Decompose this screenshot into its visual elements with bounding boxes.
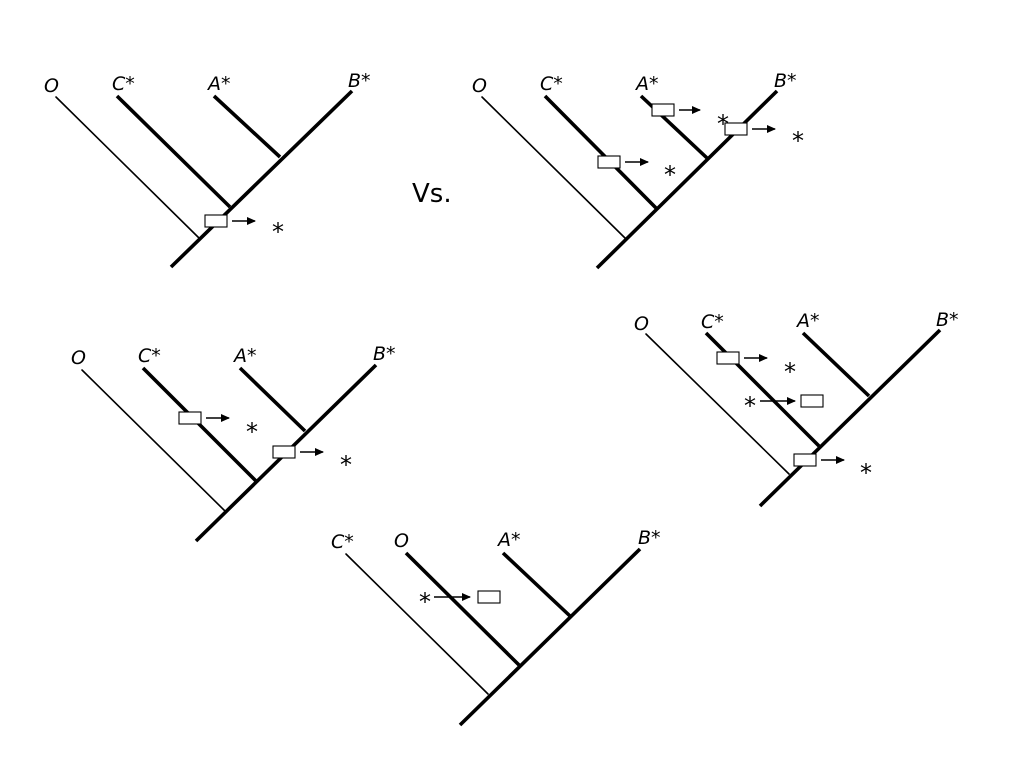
taxon-label-b: B* (373, 343, 396, 365)
branch-b-trunk (169, 89, 354, 269)
taxon-label-b: B* (774, 70, 797, 92)
tree-5: C* O A* B* * (331, 527, 661, 727)
character-state-box (477, 590, 501, 604)
derived-state-marker: * (664, 161, 676, 189)
taxon-label-c: C* (701, 311, 724, 333)
vs-label: Vs. (412, 179, 452, 209)
branch-o (404, 551, 521, 667)
branch-a (212, 94, 282, 159)
character-state-box (716, 351, 740, 365)
character-state-box (724, 122, 748, 136)
taxon-label-o: O (71, 347, 86, 369)
taxon-label-a: A* (232, 345, 257, 367)
taxon-label-b: B* (936, 309, 959, 331)
derived-state-marker: * (792, 127, 804, 155)
character-state-box (800, 394, 824, 408)
tree-2: O C* A* B* * * * (472, 70, 804, 270)
derived-state-marker: * (784, 358, 796, 386)
branch-b-trunk (758, 328, 942, 508)
derived-state-marker: * (744, 392, 756, 420)
branch-a (801, 331, 871, 398)
branch-a (238, 366, 307, 433)
branch-b-trunk (458, 547, 642, 727)
taxon-label-b: B* (348, 70, 371, 92)
taxon-label-c: C* (112, 73, 135, 95)
character-state-box (204, 214, 228, 228)
character-state-box (272, 445, 296, 459)
branch-c (704, 331, 821, 448)
derived-state-marker: * (340, 451, 352, 479)
derived-state-marker: * (272, 218, 284, 246)
branch-o (55, 96, 200, 239)
tree-4: O C* A* B* * * * (634, 309, 959, 508)
branch-c (543, 94, 658, 210)
branch-a (501, 551, 572, 618)
character-state-box (651, 103, 675, 117)
branch-o (81, 369, 226, 512)
branch-c (345, 553, 489, 695)
character-state-box (793, 453, 817, 467)
tree-3: O C* A* B* * * (71, 343, 396, 543)
derived-state-marker: * (419, 588, 431, 616)
taxon-label-o: O (44, 75, 59, 97)
derived-state-marker: * (246, 418, 258, 446)
taxon-label-c: C* (331, 531, 354, 553)
branch-o (645, 333, 790, 475)
branch-b-trunk (595, 89, 779, 270)
taxon-label-c: C* (138, 345, 161, 367)
taxon-label-o: O (472, 75, 487, 97)
character-state-box (178, 411, 202, 425)
character-state-box (597, 155, 621, 169)
branch-o (481, 96, 627, 240)
taxon-label-a: A* (206, 73, 231, 95)
branch-c (115, 94, 232, 209)
taxon-label-a: A* (795, 310, 820, 332)
taxon-label-a: A* (496, 529, 521, 551)
taxon-label-b: B* (638, 527, 661, 549)
tree-1: O C* A* B* * (44, 70, 371, 269)
taxon-label-o: O (634, 313, 649, 335)
taxon-label-a: A* (634, 73, 659, 95)
derived-state-marker: * (860, 459, 872, 487)
taxon-label-o: O (394, 530, 409, 552)
taxon-label-c: C* (540, 73, 563, 95)
